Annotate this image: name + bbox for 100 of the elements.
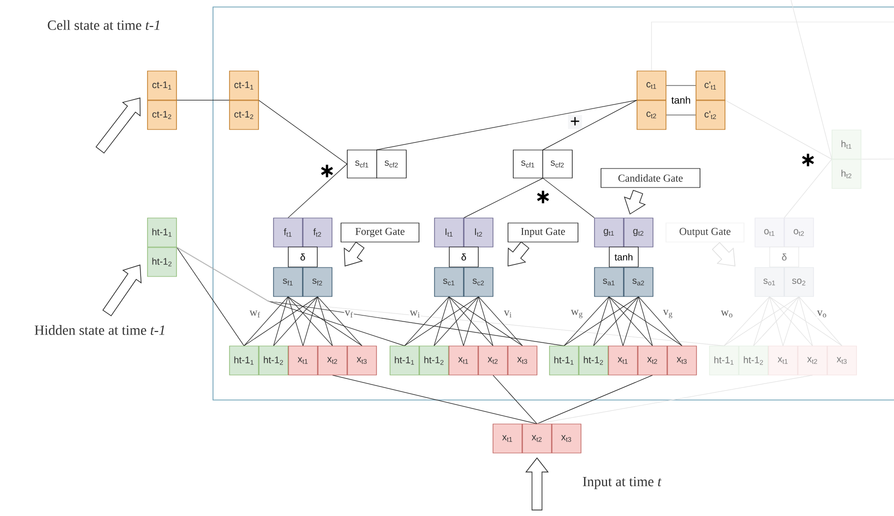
connector-line bbox=[608, 296, 624, 346]
hollow-arrow bbox=[624, 190, 646, 215]
connector-line bbox=[273, 296, 288, 346]
vector-cell: x$_{t3}$ bbox=[347, 346, 377, 376]
multiply-sign: ∗ bbox=[537, 190, 549, 204]
gate-label-box: Candidate Gate bbox=[600, 168, 700, 188]
connector-line bbox=[448, 296, 523, 346]
connector-line bbox=[464, 178, 544, 218]
weight-label: w$_{i}$ bbox=[409, 310, 421, 318]
vector-cell: c'$_{t2}$ bbox=[696, 100, 726, 130]
connector-line bbox=[288, 296, 304, 346]
connector-line bbox=[724, 296, 800, 346]
connector-line bbox=[622, 296, 639, 346]
vector-cell: ct-1$_{2}$ bbox=[229, 100, 259, 130]
connector-line bbox=[448, 296, 494, 346]
connector-line bbox=[448, 296, 464, 346]
vector-cell: ht-1$_{2}$ bbox=[258, 346, 288, 376]
vector-cell: ht-1$_{2}$ bbox=[419, 346, 449, 376]
plus-sign: + bbox=[568, 115, 582, 129]
vector-cell: x$_{t3}$ bbox=[667, 346, 697, 376]
vector-cell: x$_{t1}$ bbox=[492, 424, 522, 454]
vector-cell: x$_{t1}$ bbox=[768, 346, 798, 376]
vector-cell: s$_{f2}$ bbox=[302, 267, 332, 297]
vector-cell: ht-1$_{1}$ bbox=[229, 346, 259, 376]
caption-text: Hidden state at time t-1 bbox=[34, 325, 164, 335]
vector-cell: I$_{t2}$ bbox=[464, 218, 494, 248]
vector-cell: ct-1$_{1}$ bbox=[229, 70, 259, 100]
vector-cell: x$_{t3}$ bbox=[827, 346, 857, 376]
weight-label: v$_{g}$ bbox=[662, 309, 674, 319]
vector-cell: h$_{t2}$ bbox=[832, 159, 862, 189]
activation-box: δ bbox=[288, 246, 318, 268]
connector-line bbox=[317, 296, 333, 346]
connector-line bbox=[666, 114, 696, 116]
weight-label: v$_{o}$ bbox=[816, 310, 828, 318]
vector-cell: s$_{cf2}$ bbox=[376, 150, 407, 178]
connector-line bbox=[784, 158, 832, 218]
connector-line bbox=[288, 296, 362, 346]
connector-line bbox=[769, 296, 842, 346]
weight-label: v$_{f}$ bbox=[344, 310, 354, 318]
vector-cell: ht-1$_{1}$ bbox=[390, 346, 420, 376]
connector-line bbox=[332, 374, 538, 424]
connector-line bbox=[651, 22, 894, 72]
connector-line bbox=[273, 296, 318, 346]
vector-cell: s$_{f1}$ bbox=[273, 267, 303, 297]
connector-line bbox=[176, 246, 244, 346]
connector-line bbox=[542, 100, 638, 150]
vector-cell: s$_{o1}$ bbox=[754, 267, 784, 297]
connector-line bbox=[244, 296, 318, 346]
connector-line bbox=[608, 296, 682, 346]
vector-cell: x$_{t2}$ bbox=[522, 424, 552, 454]
vector-cell: x$_{t1}$ bbox=[608, 346, 638, 376]
vector-cell: ht-1$_{1}$ bbox=[709, 346, 739, 376]
connector-line bbox=[434, 296, 479, 346]
gate-label-box: Forget Gate bbox=[340, 222, 420, 242]
connector-line bbox=[593, 296, 639, 346]
caption-text: Cell state at time t-1 bbox=[48, 20, 160, 30]
vector-cell: h$_{t1}$ bbox=[832, 130, 862, 160]
weight-label: w$_{f}$ bbox=[249, 310, 261, 318]
vector-cell: I$_{t1}$ bbox=[434, 218, 464, 248]
connector-line bbox=[769, 296, 813, 346]
connector-line bbox=[176, 246, 724, 346]
connector-line bbox=[302, 296, 318, 346]
vector-cell: s$_{cf1}$ bbox=[346, 150, 378, 178]
connector-line bbox=[769, 296, 784, 346]
vector-cell: s$_{a1}$ bbox=[594, 267, 624, 297]
connector-line bbox=[492, 374, 538, 424]
connector-line bbox=[317, 296, 362, 346]
connector-line bbox=[258, 100, 348, 164]
vector-cell: ht-1$_{2}$ bbox=[738, 346, 768, 376]
connector-line bbox=[404, 296, 450, 346]
weight-label: w$_{g}$ bbox=[570, 309, 584, 319]
caption-text: Input at time t bbox=[582, 476, 662, 490]
vector-cell: ct-1$_{1}$ bbox=[147, 70, 177, 100]
activation-box: δ bbox=[769, 246, 800, 268]
vector-cell: f$_{t1}$ bbox=[273, 218, 303, 248]
connector-line bbox=[753, 296, 800, 346]
connector-line bbox=[724, 296, 770, 346]
weight-label: w$_{o}$ bbox=[720, 310, 734, 318]
connector-line bbox=[564, 296, 639, 346]
vector-cell: o$_{t1}$ bbox=[754, 218, 784, 248]
connector-line bbox=[790, 0, 832, 160]
gate-label-box: Output Gate bbox=[666, 222, 744, 242]
hollow-arrow bbox=[525, 457, 549, 510]
vector-cell: ht-1$_{2}$ bbox=[147, 247, 177, 277]
vector-cell: ht-1$_{1}$ bbox=[147, 218, 177, 248]
connector-line bbox=[798, 296, 842, 346]
vector-cell: x$_{t3}$ bbox=[552, 424, 582, 454]
vector-cell: ht-1$_{2}$ bbox=[578, 346, 608, 376]
vector-cell: g$_{t1}$ bbox=[594, 218, 624, 248]
vector-cell: ht-1$_{1}$ bbox=[549, 346, 579, 376]
activation-box: δ bbox=[448, 246, 479, 268]
vector-cell: s$_{cf2}$ bbox=[542, 150, 573, 178]
vector-cell: f$_{t2}$ bbox=[302, 218, 332, 248]
multiply-sign: ∗ bbox=[802, 154, 814, 166]
vector-cell: s$_{c1}$ bbox=[434, 267, 464, 297]
vector-cell: s$_{c2}$ bbox=[464, 267, 494, 297]
vector-cell: x$_{t3}$ bbox=[508, 346, 538, 376]
connector-line bbox=[798, 296, 813, 346]
gate-label-box: Input Gate bbox=[508, 222, 578, 242]
vector-cell: c$_{t2}$ bbox=[636, 100, 666, 130]
